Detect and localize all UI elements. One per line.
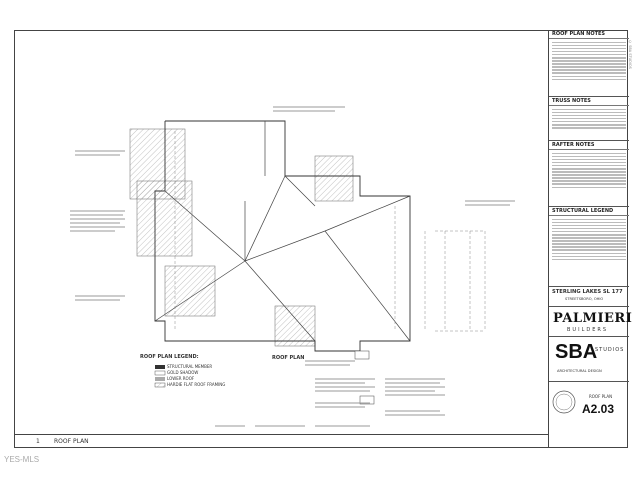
legend-title: ROOF PLAN LEGEND: bbox=[140, 354, 199, 360]
architect-name: SBA bbox=[555, 341, 598, 363]
legend-item-1: STRUCTURAL MEMBER bbox=[167, 364, 213, 369]
builder-name: PALMIERI bbox=[553, 311, 633, 326]
rafter-notes-title: RAFTER NOTES bbox=[549, 141, 629, 150]
hatched-roof-area-5 bbox=[274, 305, 316, 347]
hatched-roof-area-4 bbox=[314, 155, 354, 202]
drawing-title: ROOF PLAN bbox=[54, 438, 89, 445]
architect-line: ARCHITECTURAL DESIGN bbox=[557, 369, 602, 373]
hatched-roof-area-2 bbox=[136, 180, 193, 257]
architect-logo: SBA STUDIOS ARCHITECTURAL DESIGN bbox=[549, 337, 629, 382]
structural-legend: STRUCTURAL LEGEND bbox=[549, 207, 629, 287]
hatched-roof-area-3 bbox=[164, 265, 216, 317]
sheet-info: ROOF PLAN A2.03 bbox=[549, 382, 629, 448]
rafter-notes: RAFTER NOTES bbox=[549, 141, 629, 207]
drawing-number: 1 bbox=[36, 438, 40, 445]
roof-plan-notes-title: ROOF PLAN NOTES bbox=[549, 30, 629, 39]
legend-item-2: GOLD SHADOW bbox=[167, 370, 199, 375]
sheet-title: ROOF PLAN bbox=[589, 394, 613, 399]
sheet-number: A2.03 bbox=[582, 402, 615, 416]
truss-notes: TRUSS NOTES bbox=[549, 97, 629, 141]
drawing-sheet bbox=[14, 30, 628, 448]
roof-plan-notes: ROOF PLAN NOTES bbox=[549, 30, 629, 97]
title-block: ROOF PLAN NOTES TRUSS NOTES RAFTER NOTES… bbox=[548, 30, 633, 448]
watermark: YES-MLS bbox=[4, 455, 40, 464]
plan-title: ROOF PLAN bbox=[272, 355, 305, 361]
project-location: STREETSBORO, OHIO bbox=[565, 297, 604, 301]
project-name: STERLING LAKES SL 177 bbox=[552, 289, 623, 295]
roof-plan-drawing bbox=[70, 106, 515, 427]
legend-swatches bbox=[154, 365, 166, 388]
architect-sub: STUDIOS bbox=[595, 347, 625, 353]
truss-notes-title: TRUSS NOTES bbox=[549, 97, 629, 106]
drawing-title-bar: 1 ROOF PLAN bbox=[14, 434, 548, 448]
legend-item-3: LOWER ROOF bbox=[167, 376, 195, 381]
side-stamp: © SBA STUDIOS bbox=[628, 40, 632, 69]
seal-stamp bbox=[552, 390, 576, 414]
structural-legend-title: STRUCTURAL LEGEND bbox=[549, 207, 629, 216]
legend-item-4: HARDIE FLAT ROOF FRAMING bbox=[167, 382, 226, 387]
roof-ridges bbox=[154, 121, 411, 342]
builder-logo: PALMIERI BUILDERS bbox=[549, 307, 633, 337]
builder-sub: BUILDERS bbox=[567, 327, 609, 333]
project-info: STERLING LAKES SL 177 STREETSBORO, OHIO bbox=[549, 287, 629, 307]
wall-lines bbox=[174, 131, 486, 332]
note-blocks bbox=[70, 106, 515, 427]
